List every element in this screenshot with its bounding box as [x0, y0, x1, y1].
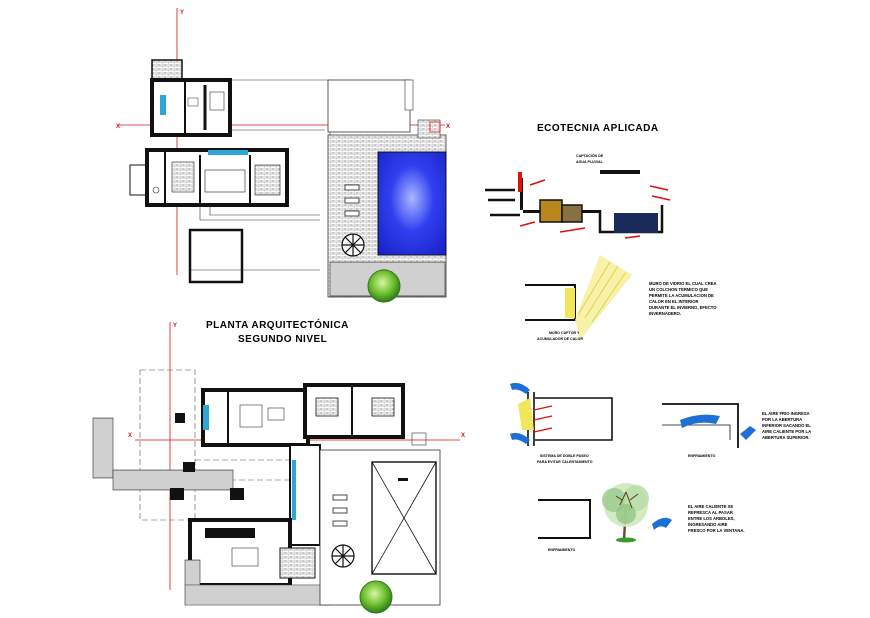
plan-subtitle: SEGUNDO NIVEL [238, 334, 327, 345]
axis-x-label-left-2: X [128, 433, 132, 439]
upper-floor-plan: Y X X [116, 8, 450, 303]
cold-text-1: EL AIRE FRIO INGRESA [762, 411, 810, 416]
wall-text-6: INVERNADERO. [649, 311, 681, 316]
rainwater-diagram: CAPTACIÓN DE AGUA PLUVIAL [480, 153, 671, 239]
wall-text-2: UN COLCHON TERMICO QUE [649, 287, 708, 292]
axis-x-label-right-2: X [461, 433, 465, 439]
wall-text-4: CALOR EN EL INTERIOR [649, 299, 698, 304]
hot-text-2: REFRESCA AL PASAR [688, 510, 733, 515]
rain-label-1: CAPTACIÓN DE [576, 153, 604, 158]
double-skin-diagram: SISTEMA DE DOBLE PASEO PARA EVITAR CALEN… [510, 382, 613, 464]
wall-text-1: MURO DE VIDRIO EL CUAL CREA [649, 281, 717, 286]
wall-text-3: PERMITE LA ACUMULACION DE [649, 293, 714, 298]
glass-wall-diagram: MURO DE VIDRIO EL CUAL CREA UN COLCHON T… [525, 255, 717, 341]
cooling-big-label: ENFRIAMIENTO [548, 548, 575, 552]
axis-x-label-right: X [446, 124, 450, 130]
captor-label-2: ACUMULADOR DE CALOR [537, 337, 583, 341]
rain-label-2: AGUA PLUVIAL [576, 160, 604, 164]
wall-text-5: DURANTE EL INVIERNO, EFECTO [649, 305, 717, 310]
cooling-tree-diagram: ENFRIAMIENTO EL AIRE CALIENTE SE REFRESC… [538, 483, 745, 552]
hot-text-4: INGRESANDO AIRE [688, 522, 728, 527]
axis-y-label-top: Y [180, 10, 184, 16]
hot-text-3: ENTRE LOS ARBOLES, [688, 516, 735, 521]
cooling-small-diagram: ENFRIAMIENTO EL AIRE FRIO INGRESA POR LA… [662, 403, 811, 458]
captor-label-1: MURO CAPTOR Y [549, 331, 580, 335]
cold-text-4: AIRE CALIENTE POR LA [762, 429, 811, 434]
hot-text-1: EL AIRE CALIENTE SE [688, 504, 733, 509]
cold-text-2: POR LA ABERTURA [762, 417, 802, 422]
double-label-2: PARA EVITAR CALENTAMIENTO [537, 460, 593, 464]
plan-title: PLANTA ARQUITECTÓNICA [206, 318, 349, 331]
hot-text-5: FRESCO POR LA VENTANA. [688, 528, 745, 533]
cold-text-3: INFERIOR SACANDO EL [762, 423, 811, 428]
axis-y-label-mid: Y [173, 323, 177, 329]
cooling-small-label: ENFRIAMIENTO [688, 454, 715, 458]
cold-text-5: ABERTURA SUPERIOR. [762, 435, 810, 440]
axis-x-label-left: X [116, 124, 120, 130]
double-label-1: SISTEMA DE DOBLE PASEO [540, 454, 589, 458]
ecotecnia-title: ECOTECNIA APLICADA [537, 123, 659, 134]
lower-floor-plan: Y X X [92, 322, 465, 614]
